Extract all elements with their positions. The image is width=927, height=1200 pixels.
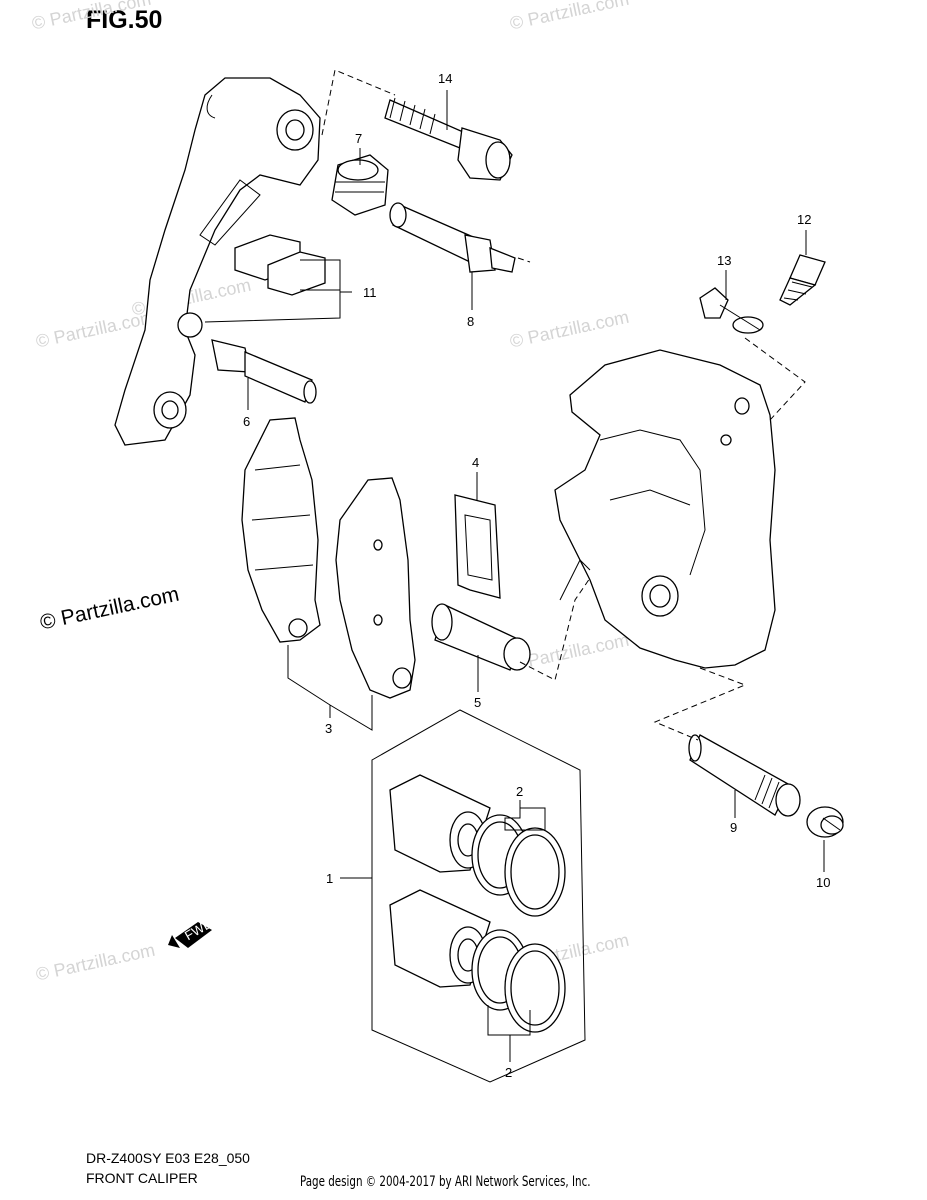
callout-2-upper: 2 [516,784,523,799]
model-code: DR-Z400SY E03 E28_050 [86,1150,250,1166]
dashed-centerlines [321,69,806,741]
pad-spring-4 [454,494,501,599]
callout-7: 7 [355,131,362,146]
pin-6 [211,339,317,404]
boot-7 [331,154,389,216]
callout-11: 11 [363,285,377,300]
callout-1: 1 [326,871,333,886]
page-design-credit: Page design © 2004-2017 by ARI Network S… [300,1174,591,1190]
caliper-bracket [114,77,321,446]
fwd-direction-badge: FWD [168,915,215,948]
callout-14: 14 [438,71,452,86]
brake-pad-inner [335,477,416,699]
callout-12: 12 [797,212,811,227]
bleeder-valve-12 [779,254,826,306]
bolt-14 [384,97,513,181]
brake-pad-outer [241,417,321,643]
callout-5: 5 [474,695,481,710]
caliper-body [554,349,776,669]
callout-4: 4 [472,455,479,470]
callout-9: 9 [730,820,737,835]
pad-spring [234,234,326,296]
callout-8: 8 [467,314,474,329]
figure-title: FIG.50 [86,6,163,34]
figure-caption: FRONT CALIPER [86,1170,198,1186]
plug-10 [806,806,844,838]
pin-9 [688,734,801,817]
pin-8 [389,202,516,273]
callout-3: 3 [325,721,332,736]
piston-kit [371,709,586,1083]
callout-6: 6 [243,414,250,429]
callout-2-lower: 2 [505,1065,512,1080]
callout-13: 13 [717,253,731,268]
callout-10: 10 [816,875,830,890]
pin-5 [431,603,531,671]
callout-labels: 14 7 11 8 6 12 13 4 5 3 2 1 2 9 10 [243,71,830,1080]
bleeder-cap-13 [699,287,764,334]
leader-lines [204,90,825,1062]
